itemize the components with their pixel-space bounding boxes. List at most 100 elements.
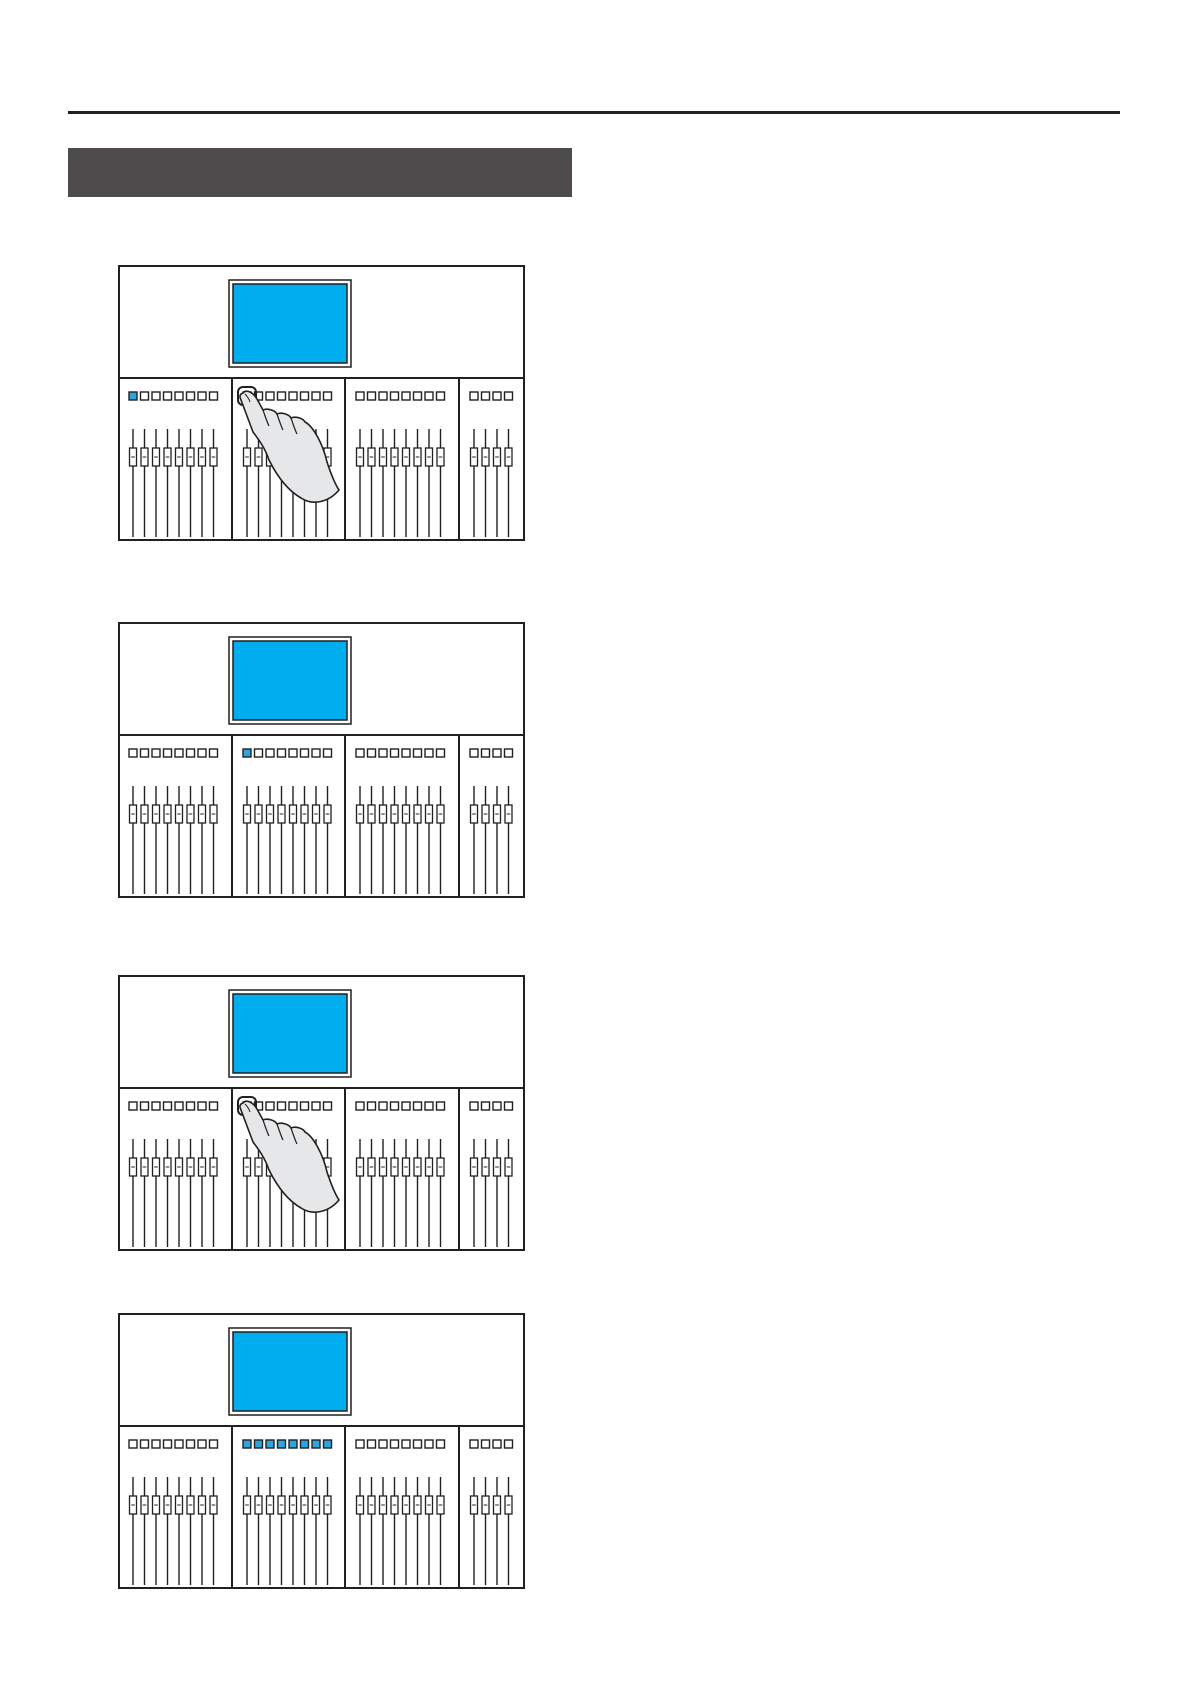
channel-select-button	[379, 1102, 387, 1110]
channel-select-button	[175, 749, 183, 757]
mixer-console	[118, 1313, 526, 1590]
channel-select-button-lit	[312, 1440, 320, 1448]
channel-select-button	[175, 1440, 183, 1448]
channel-select-button	[414, 392, 422, 400]
mixer-figure-step-1	[118, 265, 526, 542]
mixer-console	[118, 265, 526, 542]
channel-select-button	[437, 749, 445, 757]
channel-select-button	[278, 392, 286, 400]
mixer-figure-step-4	[118, 1313, 526, 1590]
channel-select-button	[129, 749, 137, 757]
channel-select-button	[414, 1440, 422, 1448]
channel-select-button	[198, 1102, 206, 1110]
section-heading-bar	[68, 148, 572, 197]
channel-select-button	[505, 1440, 513, 1448]
channel-select-button	[425, 749, 433, 757]
channel-select-button	[368, 1102, 376, 1110]
channel-select-button	[187, 392, 195, 400]
channel-select-button	[152, 1102, 160, 1110]
channel-select-button	[379, 1440, 387, 1448]
channel-select-button	[493, 392, 501, 400]
channel-select-button	[289, 392, 297, 400]
channel-select-button	[198, 392, 206, 400]
channel-select-button	[198, 749, 206, 757]
channel-select-button	[164, 749, 172, 757]
channel-select-button	[356, 749, 364, 757]
channel-select-button	[152, 1440, 160, 1448]
channel-select-button	[402, 1102, 410, 1110]
channel-select-button	[187, 749, 195, 757]
channel-select-button	[379, 392, 387, 400]
channel-select-button	[312, 749, 320, 757]
channel-select-button	[141, 749, 149, 757]
channel-select-button	[493, 749, 501, 757]
channel-select-button-lit	[243, 1440, 251, 1448]
channel-select-button	[470, 1440, 478, 1448]
channel-select-button	[301, 749, 309, 757]
channel-select-button	[493, 1102, 501, 1110]
channel-select-button	[368, 392, 376, 400]
channel-select-button	[187, 1440, 195, 1448]
channel-select-button	[141, 1102, 149, 1110]
channel-select-button	[141, 1440, 149, 1448]
display-screen	[233, 994, 347, 1073]
channel-select-button	[289, 749, 297, 757]
channel-select-button-lit	[243, 749, 251, 757]
channel-select-button	[278, 749, 286, 757]
channel-select-button	[210, 1440, 218, 1448]
channel-select-button-lit	[278, 1440, 286, 1448]
channel-select-button-lit	[255, 1440, 263, 1448]
channel-select-button	[391, 749, 399, 757]
display-screen	[233, 641, 347, 720]
channel-select-button	[402, 1440, 410, 1448]
channel-select-button	[493, 1440, 501, 1448]
channel-select-button	[210, 1102, 218, 1110]
channel-select-button	[356, 1440, 364, 1448]
channel-select-button	[289, 1102, 297, 1110]
mixer-console	[118, 975, 526, 1252]
channel-select-button	[391, 1102, 399, 1110]
channel-select-button	[414, 749, 422, 757]
channel-select-button	[425, 392, 433, 400]
channel-select-button-lit	[289, 1440, 297, 1448]
channel-select-button	[356, 1102, 364, 1110]
display-screen	[233, 1332, 347, 1411]
channel-select-button	[470, 1102, 478, 1110]
channel-select-button	[437, 1102, 445, 1110]
channel-select-button	[152, 392, 160, 400]
channel-select-button	[402, 749, 410, 757]
channel-select-button	[164, 392, 172, 400]
channel-select-button	[129, 1440, 137, 1448]
display-screen	[233, 284, 347, 363]
channel-select-button	[414, 1102, 422, 1110]
channel-select-button	[391, 1440, 399, 1448]
channel-select-button	[324, 1102, 332, 1110]
channel-select-button	[470, 749, 478, 757]
mixer-figure-step-3	[118, 975, 526, 1252]
channel-select-button	[368, 749, 376, 757]
channel-select-button-lit	[266, 1440, 274, 1448]
channel-select-button	[164, 1102, 172, 1110]
mixer-figure-step-2	[118, 622, 526, 899]
channel-select-button	[278, 1102, 286, 1110]
channel-select-button	[210, 749, 218, 757]
header-rule	[68, 111, 1120, 114]
channel-select-button	[266, 1102, 274, 1110]
channel-select-button	[301, 392, 309, 400]
channel-select-button-lit	[301, 1440, 309, 1448]
channel-select-button	[437, 1440, 445, 1448]
channel-select-button	[356, 392, 364, 400]
channel-select-button	[402, 392, 410, 400]
channel-select-button	[324, 392, 332, 400]
channel-select-button	[505, 1102, 513, 1110]
channel-select-button	[152, 749, 160, 757]
channel-select-button	[437, 392, 445, 400]
channel-select-button-lit	[129, 392, 137, 400]
channel-select-button	[425, 1102, 433, 1110]
channel-select-button	[312, 392, 320, 400]
channel-select-button	[470, 392, 478, 400]
channel-select-button	[141, 392, 149, 400]
channel-select-button	[266, 392, 274, 400]
channel-select-button	[210, 392, 218, 400]
channel-select-button	[301, 1102, 309, 1110]
